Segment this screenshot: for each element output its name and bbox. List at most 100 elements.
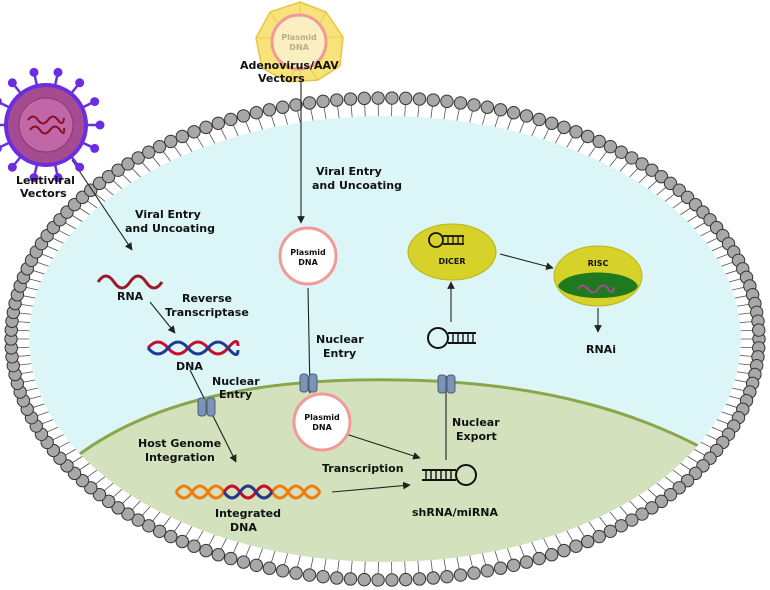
adeno-vector-label-1: Adenovirus/AAV: [240, 59, 339, 72]
lipid-head: [199, 120, 213, 135]
lipid-head: [592, 529, 606, 544]
lipid-head: [467, 98, 481, 112]
lenti-vector-label-2: Vectors: [20, 187, 67, 200]
shrna-hairpin-cytoplasm: [427, 327, 476, 349]
lipid-head: [211, 116, 225, 130]
lipid-head: [275, 564, 290, 578]
adenovirus-capsid: Plasmid DNA: [255, 1, 344, 83]
lipid-head: [663, 487, 678, 502]
nuclear-entry-mid-label-2: Entry: [323, 347, 356, 360]
virus-spike-tip: [7, 78, 17, 88]
risc-complex: RISC: [553, 245, 643, 307]
virus-spike-tip: [7, 162, 17, 172]
lipid-head: [187, 125, 201, 139]
lentivirus-particle: [0, 67, 105, 183]
lipid-head: [262, 561, 277, 575]
arrow-plasmid-transcription: [345, 433, 421, 460]
plasmid-cytoplasm-label-1: Plasmid: [290, 248, 326, 257]
lipid-head: [532, 551, 546, 566]
rnai-label: RNAi: [586, 343, 616, 356]
lipid-head: [532, 112, 546, 127]
lipid-head: [121, 157, 135, 171]
lipid-head: [506, 106, 521, 120]
virus-spike-tip: [53, 173, 63, 183]
lipid-head: [645, 163, 659, 177]
lipid-head: [614, 145, 628, 159]
lipid-head: [672, 481, 686, 495]
plasmid-cytoplasm: Plasmid DNA: [278, 226, 338, 286]
lipid-head: [121, 507, 135, 521]
lipid-head: [249, 558, 264, 572]
virus-spike-tip: [90, 143, 100, 153]
virus-spike-tip: [29, 67, 39, 77]
lipid-head: [175, 534, 189, 549]
lipid-head: [371, 573, 385, 587]
lipid-head: [92, 176, 107, 191]
plasmid-nucleus-label-1: Plasmid: [304, 413, 340, 422]
lipid-head: [545, 548, 559, 562]
lipid-head: [603, 524, 618, 539]
lipid-head: [557, 543, 571, 558]
lipid-head: [581, 534, 595, 549]
nuclear-entry-left-label-1: Nuclear: [212, 375, 260, 388]
host-genome-label-2: Integration: [145, 451, 215, 464]
lipid-head: [142, 145, 156, 159]
plasmid-cytoplasm-label-2: DNA: [298, 258, 318, 267]
lipid-head: [131, 151, 145, 165]
lipid-head: [249, 106, 264, 120]
plasmid-in-virus-label-1: Plasmid: [281, 33, 317, 42]
virus-spike-tip: [53, 67, 63, 77]
lipid-head: [506, 558, 521, 572]
adeno-vector-label-2: Vectors: [258, 72, 305, 85]
plasmid-ring-in-virus: [270, 13, 328, 71]
virus-spike-tip: [95, 120, 105, 130]
reverse-transcriptase-label-2: Transcriptase: [165, 306, 249, 319]
nuclear-pore-right: [437, 374, 456, 394]
lipid-head: [663, 176, 678, 191]
nuclear-pore-middle: [299, 373, 318, 393]
lipid-head: [142, 519, 156, 533]
lipid-head: [603, 139, 618, 154]
integrated-dna-label-2: DNA: [230, 521, 257, 534]
lipid-head: [635, 157, 649, 171]
nuclear-pore-left: [197, 397, 216, 417]
lipid-head: [111, 501, 125, 515]
lipid-head: [289, 566, 303, 580]
lipid-head: [592, 134, 606, 149]
plasmid-in-virus-label-2: DNA: [289, 43, 309, 52]
lipid-head: [493, 561, 508, 575]
shrna-label: shRNA/miRNA: [412, 506, 498, 519]
lipid-head: [371, 91, 385, 105]
arrow-rna-to-dna: [149, 301, 176, 334]
lipid-head: [399, 91, 413, 106]
lipid-head: [412, 92, 427, 106]
lipid-head: [302, 96, 317, 110]
lipid-head: [316, 94, 330, 109]
lipid-head: [654, 169, 669, 184]
virus-spike-tip: [0, 97, 2, 106]
lipid-head: [625, 151, 639, 165]
arrow-integrated-transcription: [331, 481, 411, 493]
lipid-head: [453, 96, 468, 110]
lipid-head: [164, 529, 178, 544]
arrow-dicer-to-risc: [499, 253, 554, 270]
lipid-head: [101, 494, 116, 509]
lipid-head: [199, 543, 213, 558]
lipid-head: [480, 100, 495, 114]
virus-spike-tip: [75, 78, 85, 88]
lipid-head: [519, 555, 534, 569]
lipid-head: [569, 125, 583, 139]
lipid-head: [440, 569, 454, 584]
lenti-vector-label-1: Lentiviral: [16, 174, 75, 187]
nuclear-entry-left-label-2: Entry: [219, 388, 252, 401]
lipid-head: [262, 103, 277, 117]
lipid-head: [357, 572, 371, 587]
lipid-head: [453, 568, 468, 582]
host-genome-label-1: Host Genome: [138, 437, 221, 450]
lipid-head: [480, 564, 495, 578]
virus-spike-tip: [90, 97, 100, 107]
plasmid-nucleus-label-2: DNA: [312, 423, 332, 432]
lipid-head: [343, 572, 358, 586]
lipid-head: [426, 93, 440, 107]
